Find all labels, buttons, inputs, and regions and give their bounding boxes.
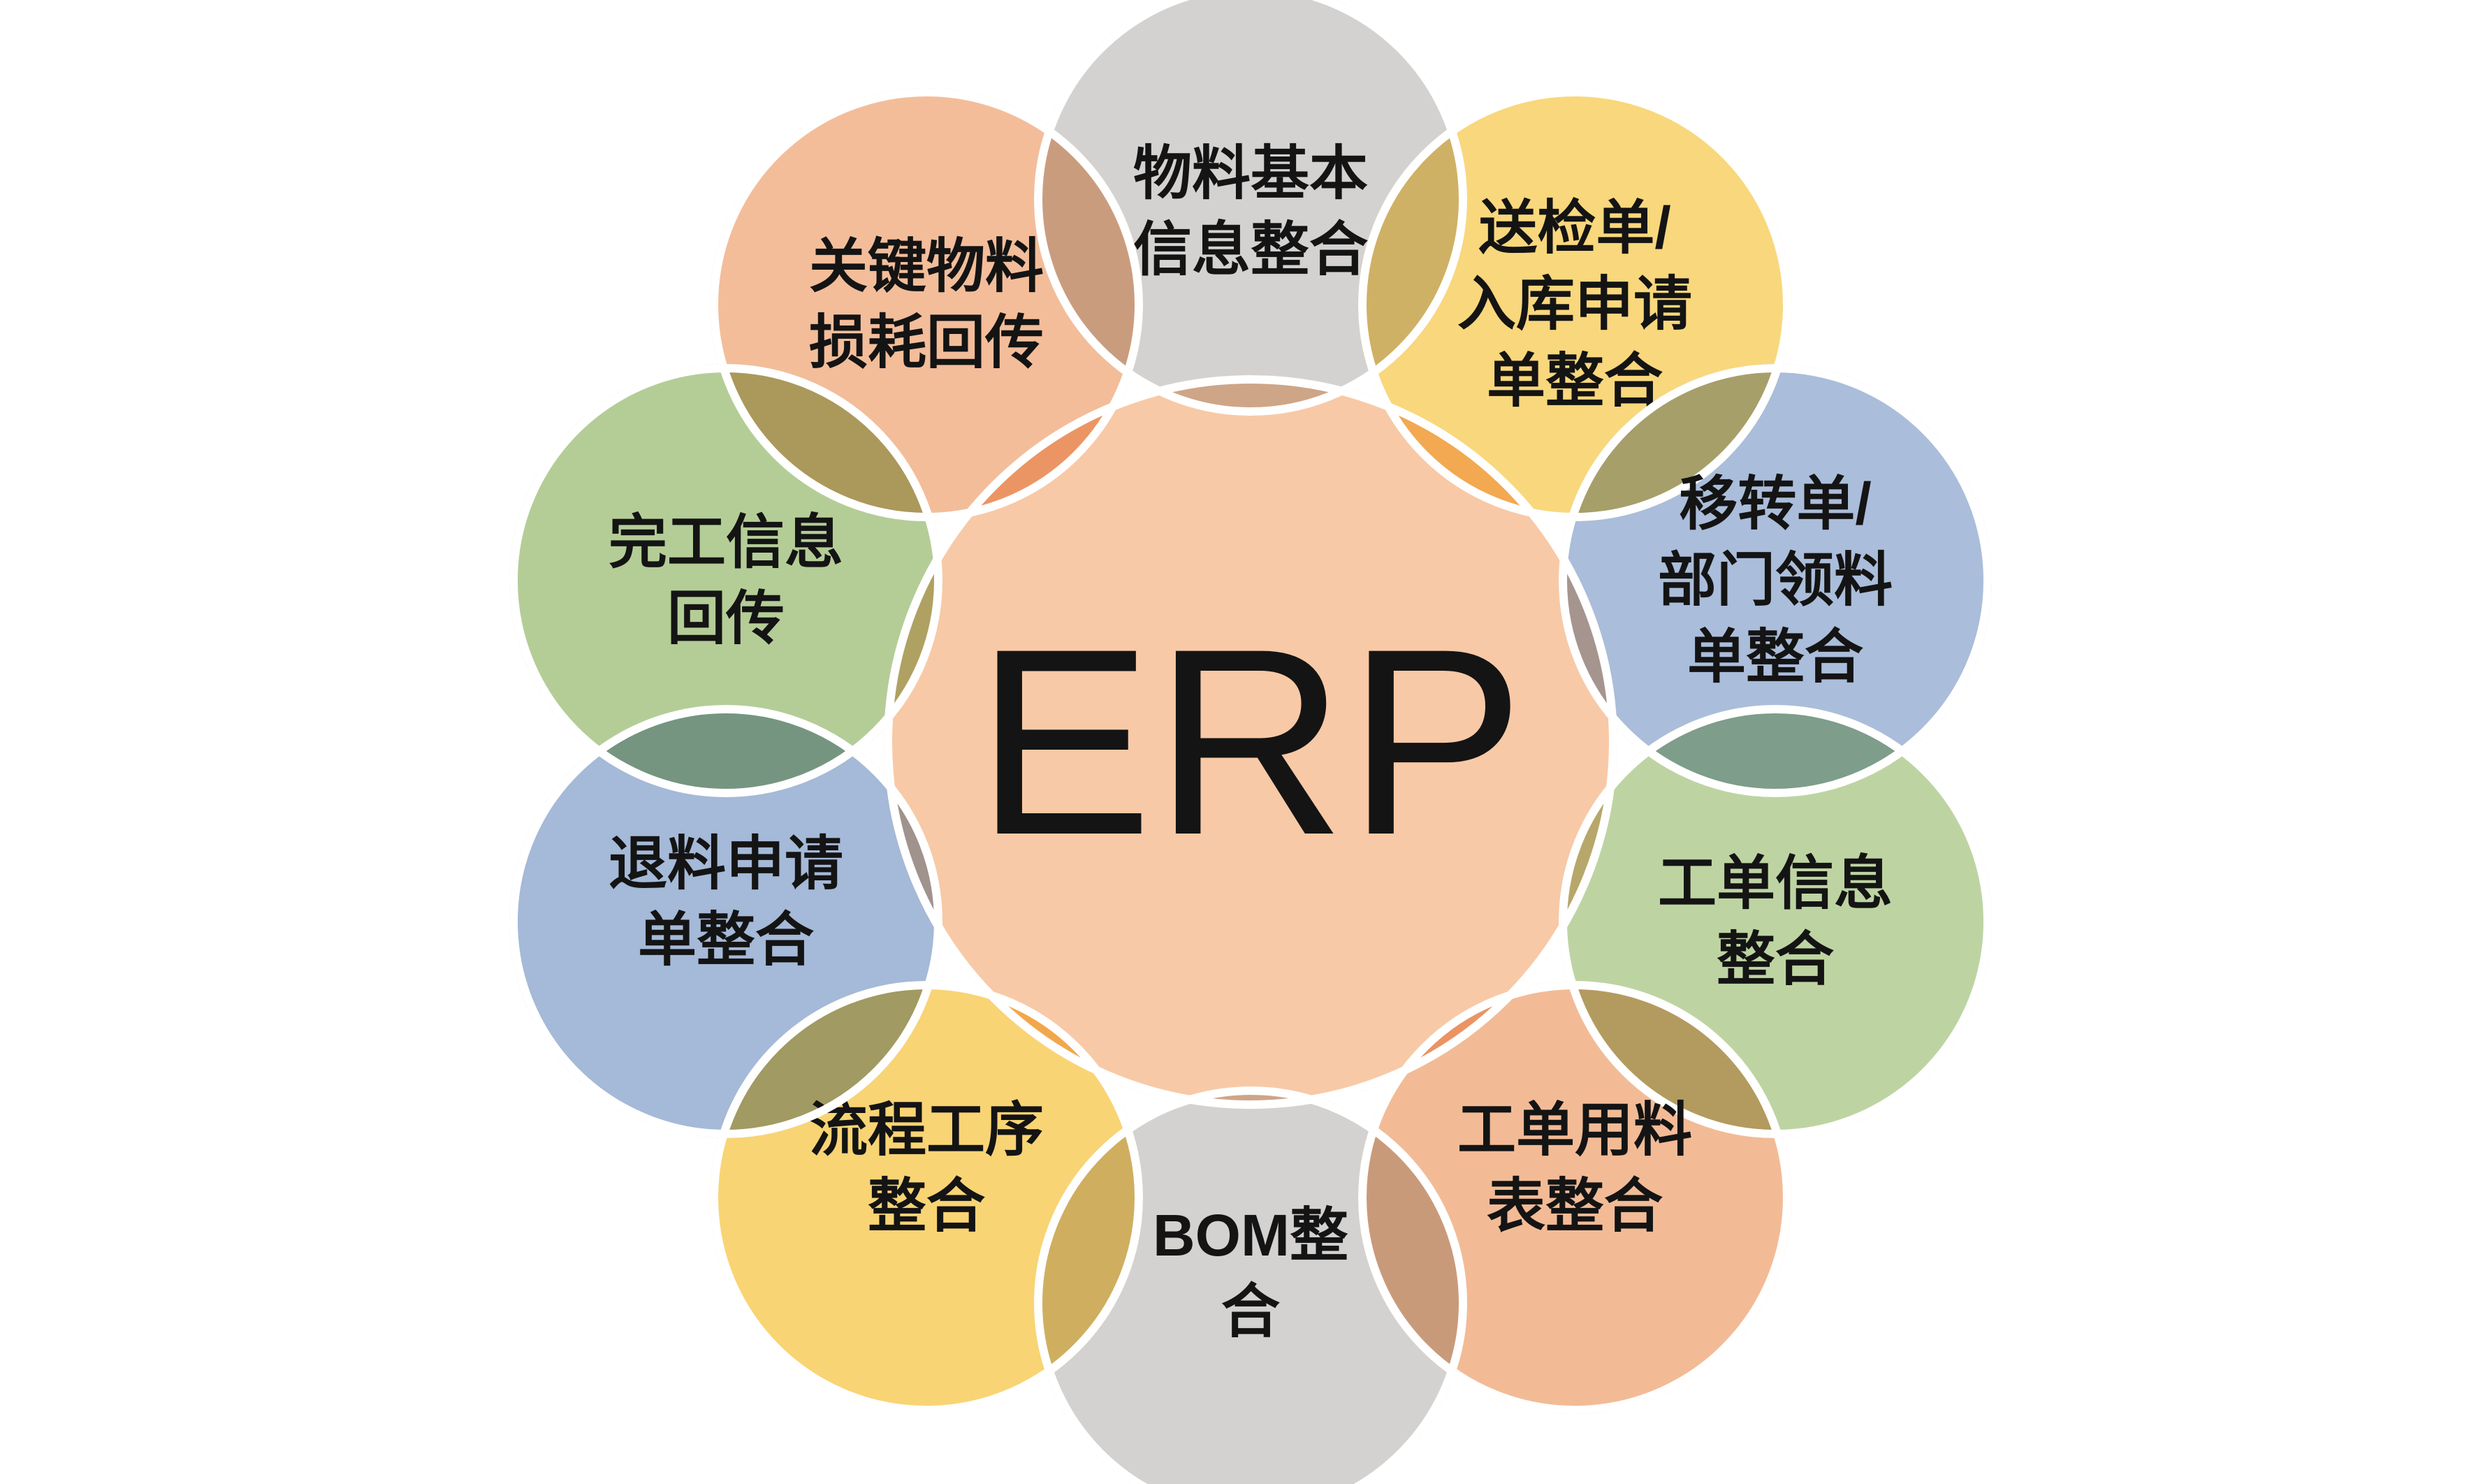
satellite-label-material-basic-info: 物料基本 信息整合 (1133, 140, 1368, 282)
satellite-circle-inspection-warehousing-request: 送检单/ 入库申请 单整合 (1358, 88, 1791, 521)
erp-center-label: ERP (975, 593, 1526, 890)
satellite-label-work-order-material-list: 工单用料 表整合 (1457, 1096, 1692, 1239)
satellite-label-inspection-warehousing-request: 送检单/ 入库申请 单整合 (1457, 195, 1692, 414)
satellite-circle-key-material-loss-feedback: 关键物料 损耗回传 (710, 88, 1143, 521)
satellite-label-material-return-request: 退料申请 单整合 (608, 830, 843, 973)
satellite-label-process-route: 流程工序 整合 (808, 1096, 1044, 1239)
satellite-label-work-order-info: 工单信息 整合 (1657, 850, 1893, 992)
satellite-label-key-material-loss-feedback: 关键物料 损耗回传 (808, 233, 1044, 375)
satellite-label-transfer-department-picking: 移转单/ 部门领料 单整合 (1657, 471, 1893, 690)
satellite-label-completion-info-feedback: 完工信息 回传 (608, 509, 843, 651)
satellite-label-bom: BOM整 合 (1153, 1202, 1348, 1344)
